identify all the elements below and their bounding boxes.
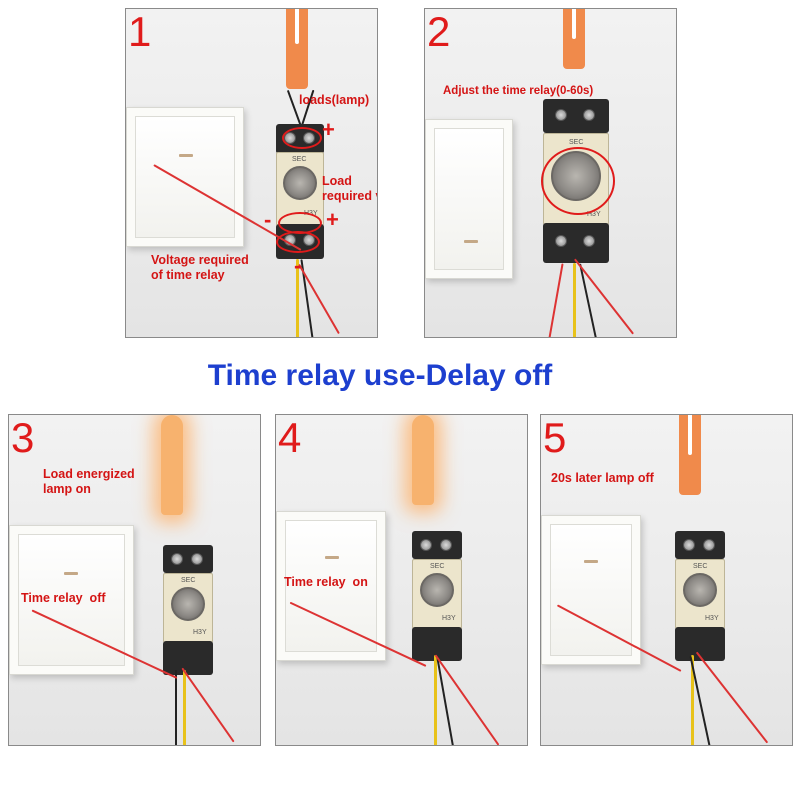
- relay-unit-label: SEC: [569, 139, 584, 146]
- switch-rocker: [434, 128, 504, 270]
- relay-model-label: H3Y: [705, 615, 719, 622]
- switch-rocker: [285, 520, 377, 652]
- switch-indicator: [179, 154, 193, 157]
- yellow-wire: [434, 655, 437, 745]
- relay-unit-label: SEC: [292, 156, 307, 163]
- step-number: 3: [11, 414, 35, 461]
- panel-step-2: SEC H3Y Adjust the time relay(0-60s) 2: [424, 8, 677, 338]
- time-relay: SEC H3Y: [163, 545, 213, 675]
- annotation-relay-state: Time relay on: [284, 575, 368, 589]
- minus-sign: -: [294, 253, 302, 278]
- relay-unit-label: SEC: [181, 577, 196, 584]
- switch-rocker: [135, 116, 235, 238]
- yellow-wire: [183, 670, 186, 745]
- annotation-adjust: Adjust the time relay(0-60s): [443, 85, 594, 97]
- relay-unit-label: SEC: [693, 563, 708, 570]
- relay-dial: [171, 587, 205, 621]
- annotation-load-voltage: Load required voltage: [322, 174, 377, 203]
- time-relay: SEC H3Y: [412, 531, 462, 661]
- annotation-relay-state: Time relay off: [21, 591, 106, 605]
- yellow-wire: [296, 259, 299, 337]
- lamp-probe-lit: [161, 415, 183, 515]
- minus-sign: -: [264, 207, 272, 232]
- annotation-relay-voltage: Voltage required of time relay: [151, 253, 249, 282]
- panel-step-1: SEC H3Y + + - - loads(lamp) Load require…: [125, 8, 378, 338]
- relay-model-label: H3Y: [587, 211, 601, 218]
- relay-dial: [683, 573, 717, 607]
- panel-step-5: SEC H3Y 20s later lamp off 5: [540, 414, 793, 746]
- plus-sign: +: [322, 117, 335, 142]
- annotation-later: 20s later lamp off: [551, 471, 654, 485]
- yellow-wire: [691, 655, 694, 745]
- page-title: Time relay use-Delay off: [207, 359, 553, 392]
- wall-switch: [126, 107, 244, 247]
- step-number: 1: [128, 8, 152, 55]
- lamp-probe: [679, 415, 701, 505]
- relay-unit-label: SEC: [430, 563, 445, 570]
- wall-switch: [9, 525, 134, 675]
- step-number: 4: [278, 414, 302, 461]
- panel-step-4: SEC H3Y Time relay on 4: [275, 414, 528, 746]
- relay-model-label: H3Y: [193, 629, 207, 636]
- lamp-probe: [286, 9, 308, 99]
- switch-rocker: [550, 524, 632, 656]
- highlight-ring: [541, 147, 615, 215]
- plus-sign: +: [326, 207, 339, 232]
- step-number: 2: [427, 8, 451, 55]
- red-wire: [181, 667, 235, 743]
- yellow-wire: [573, 263, 576, 337]
- time-relay: SEC H3Y: [675, 531, 725, 661]
- relay-dial: [283, 166, 317, 200]
- wall-switch: [425, 119, 513, 279]
- relay-model-label: H3Y: [442, 615, 456, 622]
- black-wire: [175, 670, 177, 745]
- relay-dial: [420, 573, 454, 607]
- highlight-ring: [282, 127, 322, 149]
- panel-step-3: SEC H3Y Load energized lamp on Time rela…: [8, 414, 261, 746]
- lamp-probe-lit: [412, 415, 434, 505]
- lamp-probe: [563, 9, 585, 79]
- switch-indicator: [464, 240, 478, 243]
- step-number: 5: [543, 414, 567, 461]
- highlight-ring: [276, 231, 320, 253]
- wall-switch: [276, 511, 386, 661]
- switch-indicator: [584, 560, 598, 563]
- annotation-loads: loads(lamp): [299, 93, 370, 107]
- red-wire: [298, 263, 340, 335]
- annotation-load-on: Load energized lamp on: [43, 467, 135, 496]
- switch-indicator: [64, 572, 78, 575]
- switch-indicator: [325, 556, 339, 559]
